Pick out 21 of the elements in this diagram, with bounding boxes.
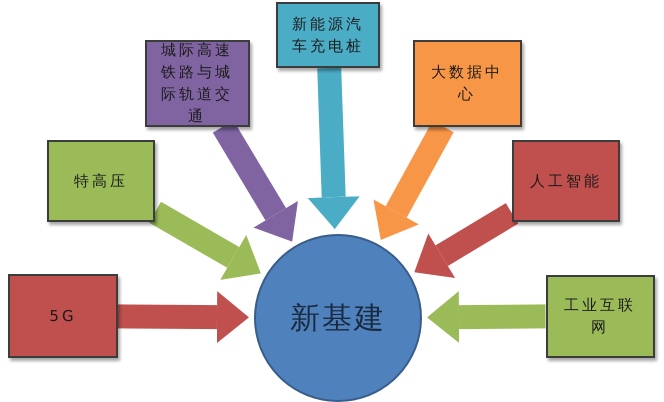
category-box <box>546 274 654 358</box>
block-arrow <box>414 203 518 278</box>
box-label: 城际高速铁路与城际轨道交通 <box>160 40 234 127</box>
center-label: 新基建 <box>290 300 386 338</box>
box-label: 5G <box>48 306 78 327</box>
block-arrow <box>149 202 261 280</box>
block-arrow <box>427 291 546 344</box>
box-label: 特高压 <box>73 171 129 192</box>
category-box <box>8 274 118 358</box>
block-arrow <box>308 68 360 230</box>
box-label: 工业互联网 <box>563 295 637 338</box>
category-box <box>276 2 380 68</box>
category-box <box>512 140 620 222</box>
center-circle <box>253 233 423 402</box>
category-box <box>412 40 522 126</box>
box-label: 新能源汽车充电桩 <box>291 14 365 57</box>
category-box <box>47 140 155 222</box>
box-label: 大数据中心 <box>430 62 504 105</box>
box-label: 人工智能 <box>529 171 603 192</box>
category-box <box>144 40 250 126</box>
block-arrow <box>118 291 249 344</box>
